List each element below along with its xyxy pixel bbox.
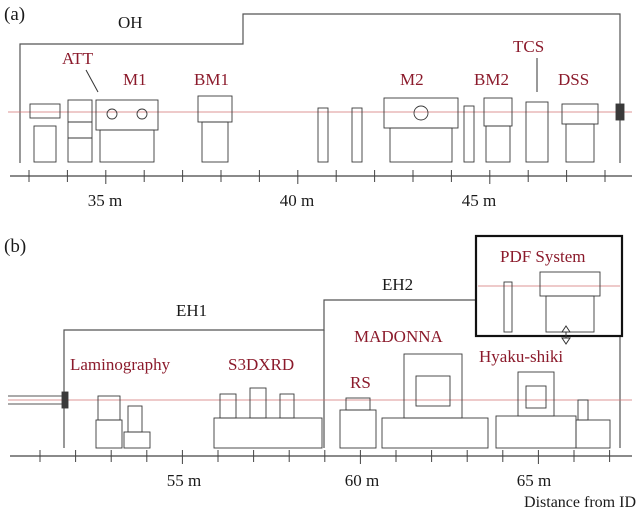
equip-att [67, 99, 93, 163]
axis-b-label-65: 65 m [517, 471, 551, 490]
equip-frontend [33, 125, 57, 163]
label-hyaku-shiki: Hyaku-shiki [479, 347, 563, 366]
equip-rs [339, 409, 377, 449]
equip-rs-top [345, 397, 371, 411]
equip-dss-top [561, 103, 599, 125]
equip-m2-port [413, 105, 429, 121]
equip-m1-port1 [106, 108, 118, 120]
equip-support-2 [351, 107, 363, 163]
equip-lamino-table [95, 419, 123, 449]
axis-b-label-55: 55 m [167, 471, 201, 490]
label-tcs: TCS [513, 37, 544, 56]
equip-dss-base [565, 123, 595, 163]
axis-a-label-45: 45 m [462, 191, 496, 210]
equip-tcs [525, 101, 549, 163]
equip-frontend-top [29, 103, 61, 119]
label-dss: DSS [558, 70, 589, 89]
axis-b-title: Distance from ID [524, 494, 636, 511]
equip-m2-body [383, 97, 459, 129]
eh-hutch-outline [63, 299, 476, 448]
equip-m1-body [95, 99, 159, 131]
label-laminography: Laminography [70, 355, 171, 374]
axis-a-label-35: 35 m [88, 191, 122, 210]
label-s3dxrd: S3DXRD [228, 355, 294, 374]
equip-bm2-base [485, 125, 511, 163]
label-m1: M1 [123, 70, 147, 89]
equip-bm1-base [201, 121, 229, 163]
equip-bm1-top [197, 95, 233, 123]
equip-downstream-stand [577, 399, 589, 421]
equip-hyaku-base [495, 415, 577, 449]
inset-link-arrow [561, 325, 571, 345]
pdf-detector-stand [503, 281, 513, 333]
axis-a-label-40: 40 m [280, 191, 314, 210]
equipment-a [29, 95, 625, 163]
axis-b-label-60: 60 m [345, 471, 379, 490]
eh2-label: EH2 [382, 275, 413, 294]
eh1-label: EH1 [176, 301, 207, 320]
panel-a-tag: (a) [4, 4, 25, 25]
panel-b-tag: (b) [4, 236, 26, 257]
att-pointer [85, 69, 99, 93]
panel-a: (a) OH ATT M1 BM1 M2 BM2 TCS DSS [4, 4, 632, 210]
equip-hyaku-frame [517, 371, 555, 417]
equip-madonna-core [415, 375, 451, 407]
equip-s3dxrd-stage2 [249, 387, 267, 419]
oh-hutch-label: OH [118, 13, 143, 32]
axis-a-ticks [28, 170, 606, 184]
label-att: ATT [62, 49, 94, 68]
panel-b: (b) EH1 EH2 Laminography S3DXRD RS MADON… [4, 234, 636, 511]
equip-lamino-detector [123, 431, 151, 449]
equip-m2-base [389, 127, 453, 163]
equip-m1-port2 [136, 108, 148, 120]
equipment-b [61, 353, 611, 449]
label-madonna: MADONNA [354, 327, 444, 346]
equip-m1-base [99, 129, 155, 163]
equip-madonna-base [381, 417, 489, 449]
equip-madonna-frame [403, 353, 463, 419]
label-bm2: BM2 [474, 70, 509, 89]
oh-hutch-outline [19, 13, 621, 163]
equip-exit-flange [615, 103, 625, 121]
axis-b-ticks [39, 450, 611, 464]
label-m2: M2 [400, 70, 424, 89]
equip-hyaku-core [525, 385, 547, 409]
equip-s3dxrd-stage3 [279, 393, 295, 419]
label-bm1: BM1 [194, 70, 229, 89]
equip-lamino-cam [127, 405, 143, 433]
equip-support-1 [317, 107, 329, 163]
equip-entrance-flange [61, 391, 69, 409]
equip-lamino-stage [97, 395, 121, 421]
label-rs: RS [350, 373, 371, 392]
equip-s3dxrd-stage1 [219, 393, 237, 419]
pdf-system-title: PDF System [500, 247, 586, 266]
equip-s3dxrd-table [213, 417, 323, 449]
equip-support-3 [463, 105, 475, 163]
equip-downstream-det [575, 419, 611, 449]
